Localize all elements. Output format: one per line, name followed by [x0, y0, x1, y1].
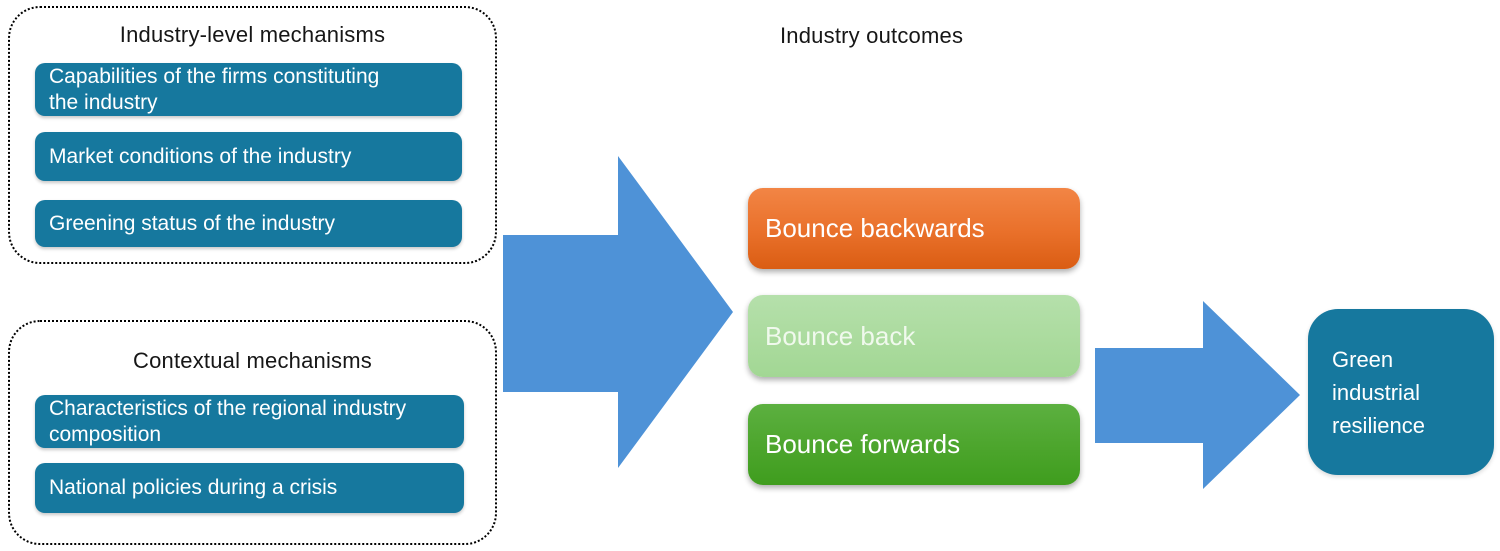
industry-group-title: Industry-level mechanisms: [119, 22, 386, 47]
right-arrow-main: [503, 156, 733, 468]
mechanism-item-regional-composition: Characteristics of the regional industry…: [35, 395, 464, 448]
mechanism-item-label: Capabilities of the firms constituting t…: [49, 64, 380, 114]
mechanism-item-label: Greening status of the industry: [49, 211, 335, 235]
mechanism-item-capabilities: Capabilities of the firms constituting t…: [35, 63, 462, 116]
mechanism-item-label: Market conditions of the industry: [49, 144, 352, 168]
outcome-label: Bounce back: [765, 320, 916, 351]
outcome-label: Bounce backwards: [765, 213, 985, 243]
right-arrow-secondary: [1095, 301, 1300, 489]
outcome-bounce-back: Bounce back: [748, 295, 1080, 377]
result-label: Green industrial resilience: [1332, 346, 1425, 438]
mechanism-item-label: National policies during a crisis: [49, 476, 338, 499]
outcome-bounce-forwards: Bounce forwards: [748, 404, 1080, 485]
outcomes-title: Industry outcomes: [780, 23, 964, 48]
mechanism-item-market-conditions: Market conditions of the industry: [35, 132, 462, 181]
mechanism-item-label: Characteristics of the regional industry…: [49, 396, 407, 446]
contextual-group-title: Contextual mechanisms: [133, 348, 372, 373]
contextual-mechanisms-group: Contextual mechanisms Characteristics of…: [8, 320, 497, 545]
outcome-bounce-backwards: Bounce backwards: [748, 188, 1080, 269]
green-industrial-resilience-box: Green industrial resilience: [1308, 309, 1494, 475]
outcome-label: Bounce forwards: [765, 429, 961, 459]
industry-mechanisms-group: Industry-level mechanisms Capabilities o…: [8, 6, 497, 264]
mechanism-item-greening-status: Greening status of the industry: [35, 200, 462, 247]
mechanism-item-national-policies: National policies during a crisis: [35, 463, 464, 513]
